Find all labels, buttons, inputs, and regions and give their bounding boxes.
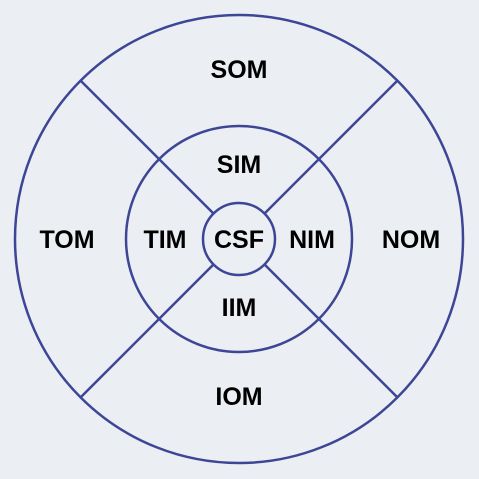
spoke-top-right [317, 79, 399, 161]
inner-ring [124, 124, 354, 354]
label-outer-superior: SOM [211, 56, 268, 84]
label-outer-temporal: TOM [39, 226, 94, 254]
label-inner-inferior: IIM [222, 294, 257, 322]
spoke-inner-bottom-right [262, 262, 320, 320]
label-inner-nasal: NIM [289, 226, 335, 254]
spoke-bottom-right [317, 317, 399, 399]
label-inner-temporal: TIM [143, 226, 186, 254]
spoke-inner-bottom-left [158, 262, 216, 320]
center-circle [201, 201, 277, 277]
spoke-top-left [79, 79, 161, 161]
spoke-bottom-left [79, 317, 161, 399]
label-inner-superior: SIM [217, 151, 261, 179]
label-outer-inferior: IOM [215, 383, 262, 411]
spoke-inner-top-right [262, 158, 320, 216]
outer-ring [13, 13, 465, 465]
label-center: CSF [214, 226, 264, 254]
label-outer-nasal: NOM [382, 226, 440, 254]
spoke-inner-top-left [158, 158, 216, 216]
